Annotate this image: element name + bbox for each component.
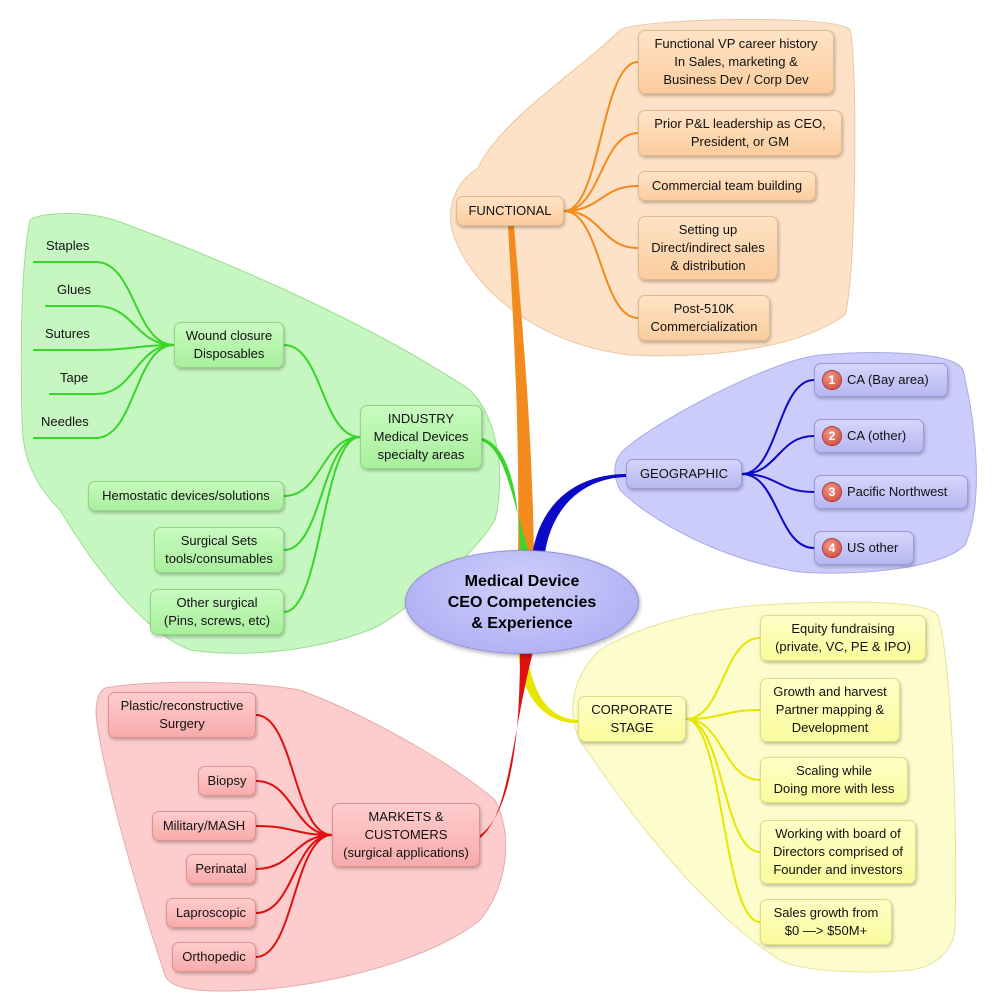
geographic-item-label: CA (Bay area): [847, 372, 929, 387]
functional-branch: [508, 226, 534, 555]
markets-branch: [480, 648, 534, 838]
corporate-topic[interactable]: CORPORATE STAGE: [578, 696, 686, 742]
functional-item-vp-career[interactable]: Functional VP career history In Sales, m…: [638, 30, 834, 94]
corporate-connector: [685, 718, 761, 853]
functional-connector: [563, 132, 639, 212]
geographic-item-pacific-northwest[interactable]: 3 Pacific Northwest: [814, 475, 968, 509]
geographic-item-label: CA (other): [847, 428, 907, 443]
corporate-item-growth[interactable]: Growth and harvest Partner mapping & Dev…: [760, 678, 900, 742]
geographic-connector: [741, 473, 815, 493]
industry-item-other-surgical[interactable]: Other surgical (Pins, screws, etc): [150, 589, 284, 635]
industry-connector: [283, 436, 361, 613]
industry-item-surgical-sets[interactable]: Surgical Sets tools/consumables: [154, 527, 284, 573]
number-badge-icon: 2: [823, 427, 841, 445]
industry-connector: [283, 436, 361, 497]
corporate-connector: [685, 637, 761, 720]
industry-item-hemostatic[interactable]: Hemostatic devices/solutions: [88, 481, 284, 511]
industry-branch: [482, 438, 530, 556]
corporate-item-sales-growth[interactable]: Sales growth from $0 —> $50M+: [760, 899, 892, 945]
industry-group-hull: [20, 213, 501, 654]
functional-item-sales-setup[interactable]: Setting up Direct/indirect sales & distr…: [638, 216, 778, 280]
markets-connector: [255, 714, 333, 836]
markets-item-military[interactable]: Military/MASH: [152, 811, 256, 841]
industry-connector: [283, 344, 361, 438]
wound-connector: [95, 344, 175, 395]
geographic-connector: [741, 379, 815, 475]
wound-item-tape[interactable]: Tape: [60, 370, 89, 385]
functional-item-team-building[interactable]: Commercial team building: [638, 171, 816, 201]
central-topic[interactable]: Medical Device CEO Competencies & Experi…: [405, 550, 639, 654]
corporate-connector: [685, 718, 761, 781]
corporate-item-board[interactable]: Working with board of Directors comprise…: [760, 820, 916, 884]
wound-connector: [95, 305, 175, 346]
industry-item-wound-closure[interactable]: Wound closure Disposables: [174, 322, 284, 368]
wound-connector: [95, 344, 175, 439]
geographic-group-hull: [614, 352, 977, 574]
markets-item-orthopedic[interactable]: Orthopedic: [172, 942, 256, 972]
geographic-connector: [741, 435, 815, 475]
geographic-item-label: Pacific Northwest: [847, 484, 948, 499]
functional-connector: [563, 210, 639, 319]
geographic-item-us-other[interactable]: 4 US other: [814, 531, 914, 565]
markets-connector: [255, 825, 333, 836]
functional-connector: [563, 61, 639, 212]
functional-topic[interactable]: FUNCTIONAL: [456, 196, 564, 226]
markets-item-plastic[interactable]: Plastic/reconstructive Surgery: [108, 692, 256, 738]
corporate-item-equity[interactable]: Equity fundraising (private, VC, PE & IP…: [760, 615, 926, 661]
geographic-branch: [532, 474, 626, 560]
functional-item-510k[interactable]: Post-510K Commercialization: [638, 295, 770, 341]
corporate-connector: [685, 709, 761, 720]
number-badge-icon: 4: [823, 539, 841, 557]
markets-item-laproscopic[interactable]: Laproscopic: [166, 898, 256, 928]
markets-connector: [255, 834, 333, 958]
corporate-connector: [685, 718, 761, 923]
wound-connector: [95, 261, 175, 346]
wound-item-sutures[interactable]: Sutures: [45, 326, 90, 341]
corporate-item-scaling[interactable]: Scaling while Doing more with less: [760, 757, 908, 803]
wound-item-staples[interactable]: Staples: [46, 238, 90, 253]
markets-item-perinatal[interactable]: Perinatal: [186, 854, 256, 884]
geographic-item-bay-area[interactable]: 1 CA (Bay area): [814, 363, 948, 397]
markets-connector: [255, 780, 333, 836]
geographic-connector: [741, 473, 815, 549]
wound-item-needles[interactable]: Needles: [41, 414, 89, 429]
geographic-item-ca-other[interactable]: 2 CA (other): [814, 419, 924, 453]
markets-connector: [255, 834, 333, 914]
industry-connector: [283, 436, 361, 551]
sub-branches: [33, 61, 815, 958]
geographic-item-label: US other: [847, 540, 899, 555]
number-badge-icon: 1: [823, 371, 841, 389]
wound-item-glues[interactable]: Glues: [57, 282, 91, 297]
geographic-topic[interactable]: GEOGRAPHIC: [626, 459, 742, 489]
markets-topic[interactable]: MARKETS & CUSTOMERS (surgical applicatio…: [332, 803, 480, 867]
industry-topic[interactable]: INDUSTRY Medical Devices specialty areas: [360, 405, 482, 469]
functional-item-pl-leadership[interactable]: Prior P&L leadership as CEO, President, …: [638, 110, 842, 156]
markets-item-biopsy[interactable]: Biopsy: [198, 766, 256, 796]
functional-connector: [563, 185, 639, 212]
markets-connector: [255, 834, 333, 870]
number-badge-icon: 3: [823, 483, 841, 501]
functional-connector: [563, 210, 639, 249]
wound-connector: [95, 344, 175, 351]
